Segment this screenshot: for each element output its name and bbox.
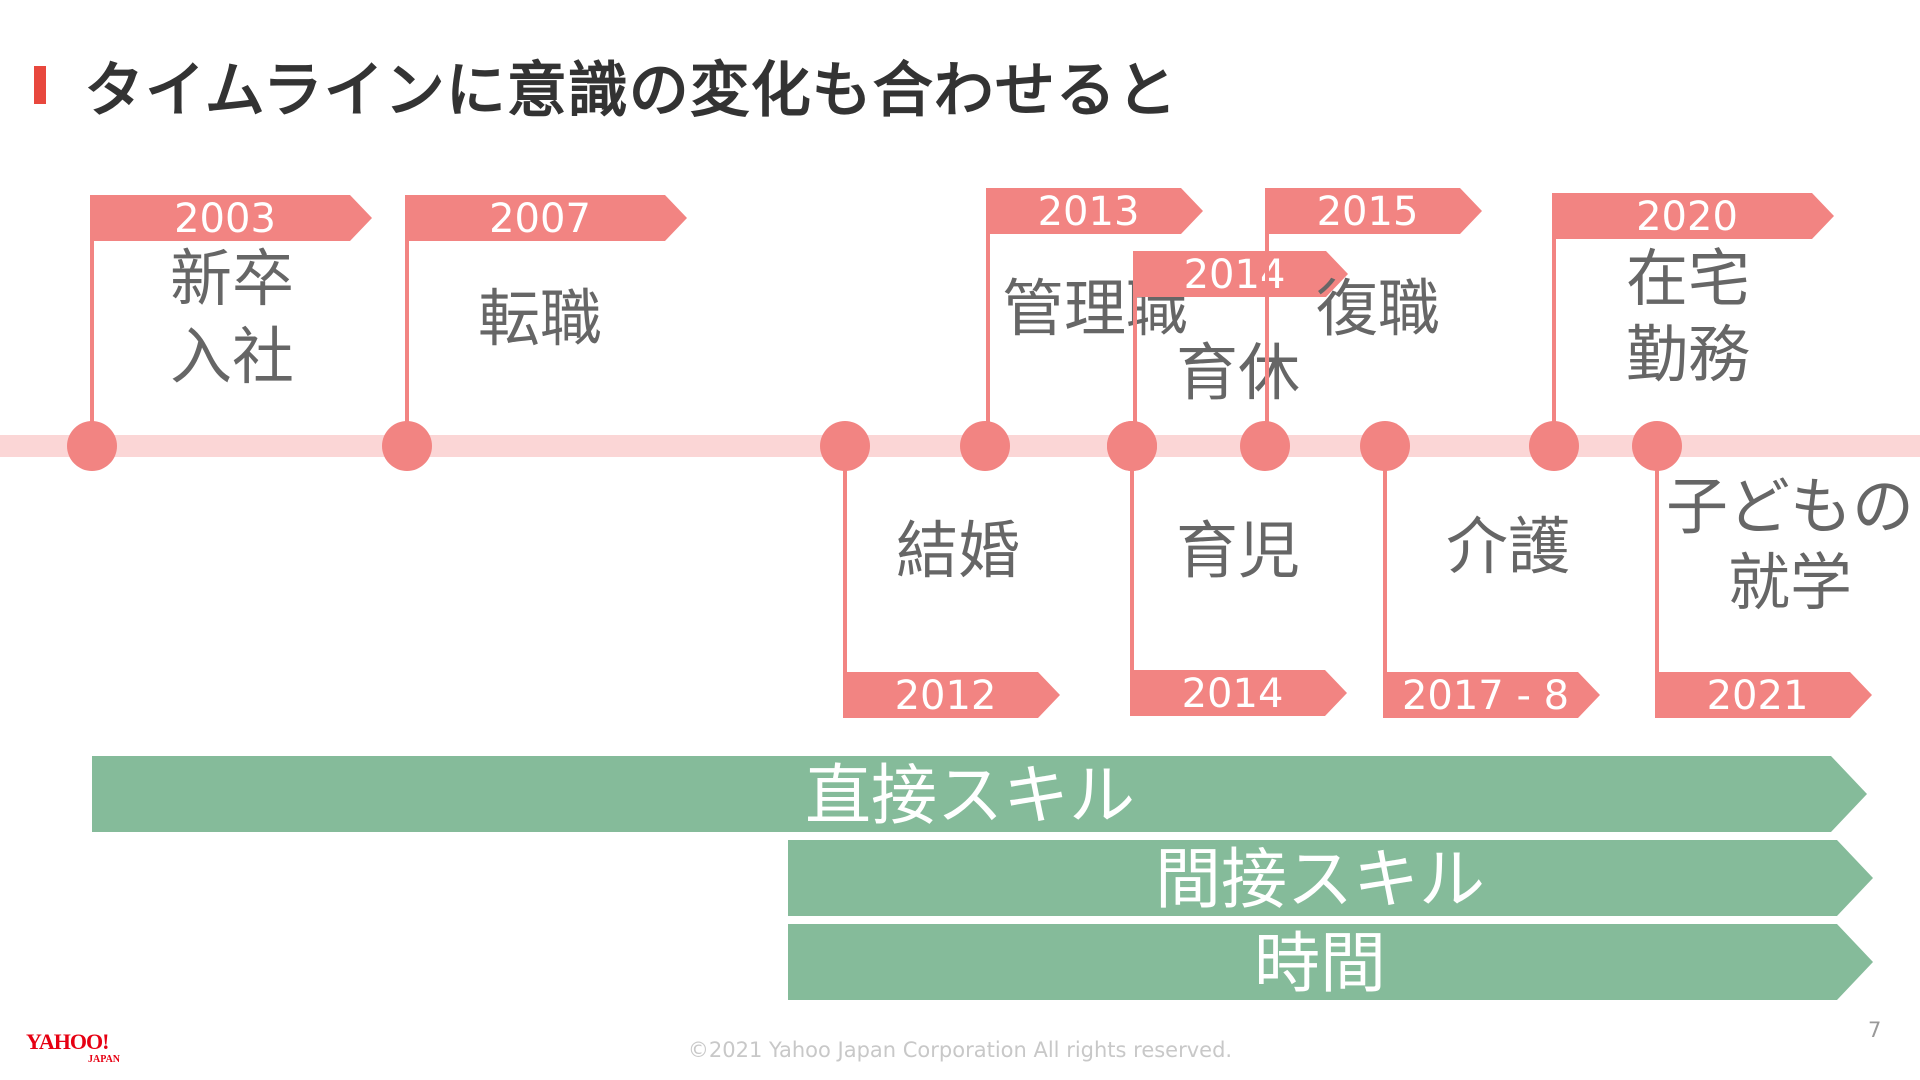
event-pole — [1383, 446, 1387, 718]
event-2015: 2015 復職 — [1265, 188, 1482, 446]
event-label: 就学 — [1728, 546, 1852, 619]
event-label: 育児 — [1176, 514, 1300, 587]
copyright-text: ©2021 Yahoo Japan Corporation All rights… — [687, 1038, 1233, 1062]
band-indirect: 間接スキル — [788, 840, 1873, 918]
event-label: 結婚 — [896, 514, 1020, 587]
event-year: 2007 — [489, 196, 591, 242]
event-marker — [820, 421, 870, 471]
year-flag — [92, 195, 372, 241]
year-flag — [1554, 193, 1834, 239]
event-year: 2015 — [1317, 189, 1419, 235]
event-marker — [960, 421, 1010, 471]
event-marker — [1360, 421, 1410, 471]
event-marker — [1632, 421, 1682, 471]
year-flag — [845, 672, 1060, 718]
event-pole — [1655, 446, 1659, 718]
event-pole — [1133, 251, 1137, 446]
event-label: 子どもの — [1666, 470, 1914, 543]
band-time: 時間 — [788, 924, 1873, 1002]
year-flag — [407, 195, 687, 241]
year-flag — [1267, 188, 1482, 234]
svg-text:JAPAN: JAPAN — [88, 1054, 121, 1064]
band-direct: 直接スキル — [92, 756, 1867, 834]
event-label: 勤務 — [1626, 318, 1750, 391]
band-label: 間接スキル — [1155, 841, 1485, 918]
year-flag — [1135, 251, 1348, 297]
svg-text:YAHOO!: YAHOO! — [26, 1030, 108, 1054]
event-pole — [405, 195, 409, 446]
page-number: 7 — [1868, 1018, 1882, 1042]
event-pole — [986, 188, 990, 446]
event-pole — [90, 195, 94, 446]
band-label: 直接スキル — [805, 757, 1135, 834]
event-label: 復職 — [1316, 272, 1440, 345]
event-year: 2003 — [174, 196, 276, 242]
event-2007: 2007 転職 — [405, 195, 687, 446]
event-marker — [382, 421, 432, 471]
band-arrow — [92, 756, 1867, 832]
year-flag — [1132, 670, 1347, 716]
event-2014b: 2014 育児 — [1130, 446, 1347, 717]
band-arrow — [788, 840, 1873, 916]
year-flag — [988, 188, 1203, 234]
event-label: 新卒 — [170, 242, 294, 315]
event-pole — [1130, 446, 1134, 716]
band-label: 時間 — [1254, 925, 1386, 1002]
event-2014a: 2014 育休 — [1133, 251, 1348, 446]
band-arrow — [788, 924, 1873, 1000]
event-year: 2020 — [1636, 194, 1738, 240]
event-marker — [67, 421, 117, 471]
event-year: 2014 — [1182, 671, 1284, 717]
event-2017: 2017 - 8 介護 — [1383, 446, 1600, 719]
event-label: 入社 — [170, 320, 294, 393]
event-year: 2017 - 8 — [1402, 673, 1569, 719]
event-label: 育休 — [1176, 336, 1300, 409]
event-marker — [1240, 421, 1290, 471]
event-marker — [1107, 421, 1157, 471]
event-pole — [1265, 188, 1269, 446]
event-pole — [1552, 193, 1556, 446]
slide-title: タイムラインに意識の変化も合わせると — [84, 56, 1178, 126]
event-pole — [843, 446, 847, 718]
event-year: 2012 — [895, 673, 997, 719]
year-flag — [1385, 672, 1600, 718]
event-label: 在宅 — [1626, 242, 1750, 315]
event-year: 2013 — [1038, 189, 1140, 235]
event-2012: 2012 結婚 — [843, 446, 1060, 719]
year-flag — [1657, 672, 1872, 718]
event-marker — [1529, 421, 1579, 471]
event-label: 転職 — [478, 282, 602, 355]
event-label: 介護 — [1446, 510, 1570, 583]
event-year: 2014 — [1184, 252, 1286, 298]
yahoo-japan-logo: YAHOO! JAPAN — [26, 1030, 121, 1064]
event-year: 2021 — [1707, 673, 1809, 719]
title-accent-bar — [34, 66, 46, 104]
